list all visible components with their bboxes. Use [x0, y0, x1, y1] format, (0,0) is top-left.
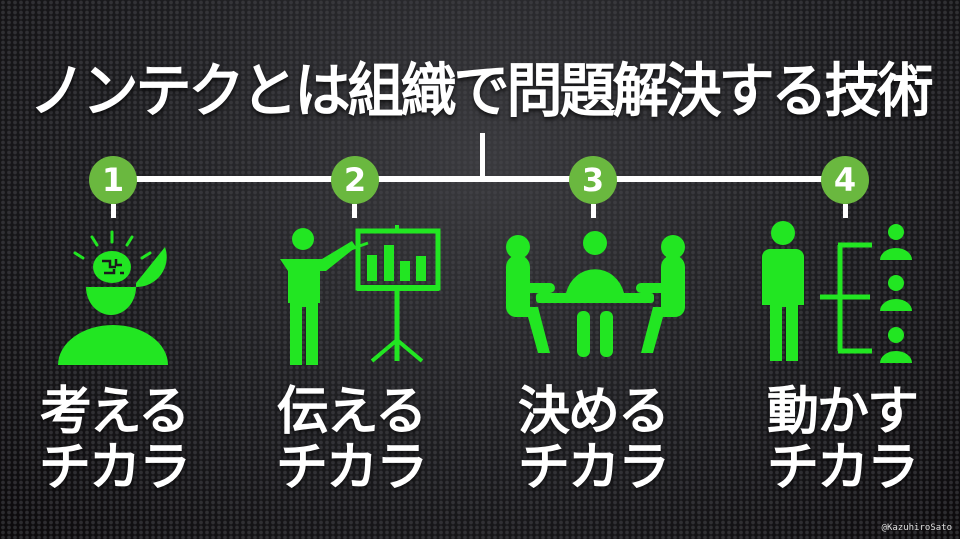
slide-title: ノンテクとは組織で問題解決する技術: [29, 57, 934, 126]
step-label-2-line1: 伝える: [276, 382, 427, 442]
leader-team-icon: [762, 221, 912, 363]
step-marker-3: 3: [569, 156, 617, 204]
presenter-chart-icon: [280, 225, 441, 365]
step-label-1: 考える チカラ: [0, 384, 234, 496]
step-label-4: 動かす チカラ: [722, 384, 960, 496]
step-label-1-line2: チカラ: [38, 438, 191, 498]
step-label-3-line1: 決める: [517, 382, 670, 442]
step-label-4-line2: チカラ: [766, 438, 919, 498]
step-label-3-line2: チカラ: [517, 438, 670, 498]
step-label-1-line1: 考える: [39, 382, 190, 442]
timeline-root-stem: [480, 133, 485, 180]
step-stem-4: [843, 204, 848, 218]
step-marker-4: 4: [821, 156, 869, 204]
step-stem-2: [352, 204, 357, 218]
step-label-2-line2: チカラ: [275, 438, 428, 498]
step-label-2: 伝える チカラ: [231, 384, 471, 496]
step-stem-1: [111, 204, 116, 218]
step-label-4-line1: 動かす: [766, 382, 919, 442]
meeting-table-icon: [506, 231, 685, 357]
author-credit: @KazuhiroSato: [881, 523, 952, 533]
step-stem-3: [591, 204, 596, 218]
timeline-line: [113, 176, 845, 182]
step-marker-2: 2: [331, 156, 379, 204]
step-marker-1: 1: [89, 156, 137, 204]
step-label-3: 決める チカラ: [473, 384, 713, 496]
open-head-brain-icon: [58, 230, 168, 365]
